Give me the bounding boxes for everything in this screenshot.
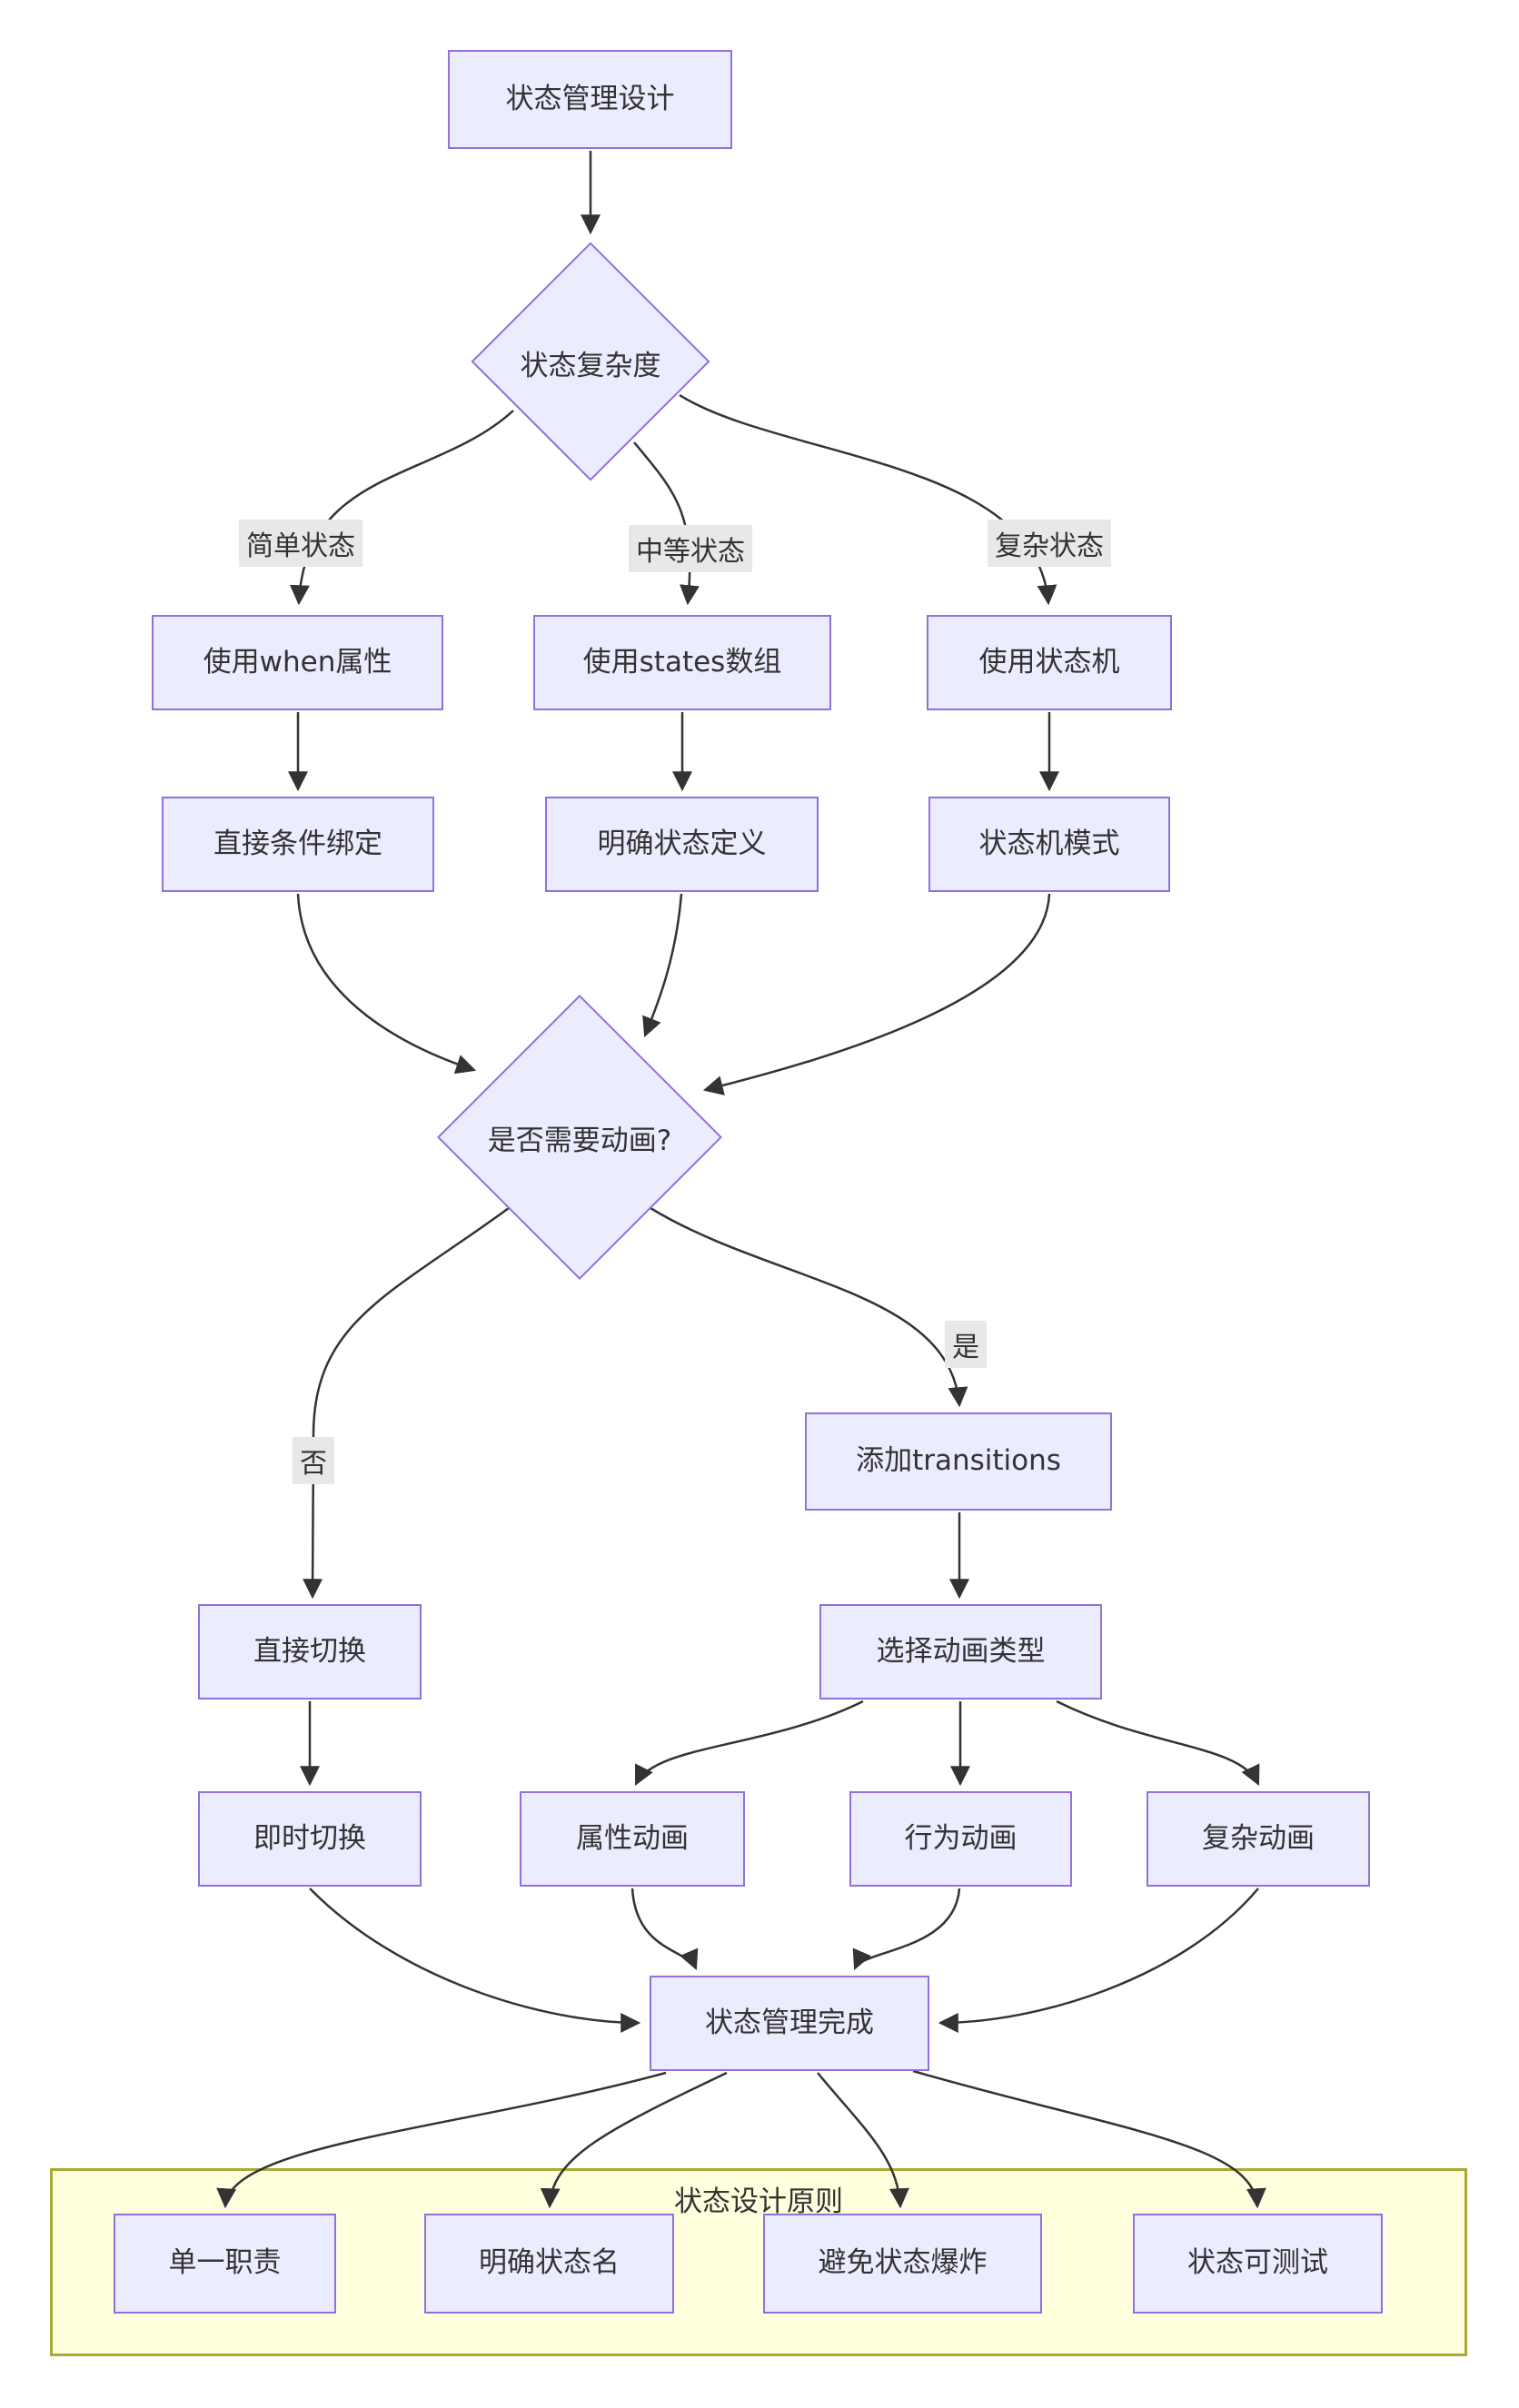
node-use-states-text: 使用states数组 xyxy=(582,645,782,679)
node-principle-testable: 状态可测试 xyxy=(1133,2214,1383,2314)
edge-property-complete xyxy=(630,1888,699,1971)
edge-complete-explosion xyxy=(817,2072,909,2209)
node-principle-explosion-text: 避免状态爆炸 xyxy=(818,2246,988,2280)
node-state-definition: 明确状态定义 xyxy=(545,797,819,892)
node-instant-switch-text: 即时切换 xyxy=(253,1821,366,1855)
edge-definition-animation xyxy=(642,893,683,1038)
edge-medium xyxy=(633,441,700,606)
node-principle-naming-text: 明确状态名 xyxy=(479,2246,620,2280)
edge-behavior-complete xyxy=(852,1888,961,1971)
node-principle-single: 单一职责 xyxy=(114,2214,336,2314)
edge-simple xyxy=(289,410,514,606)
node-direct-binding-text: 直接条件绑定 xyxy=(213,827,382,860)
node-use-machine: 使用状态机 xyxy=(927,615,1172,710)
edge-complete-single xyxy=(216,2071,667,2209)
node-complex-animation-text: 复杂动画 xyxy=(1202,1821,1315,1855)
edge-choose-complexanim xyxy=(1056,1699,1260,1786)
edge-binding-animation xyxy=(296,893,477,1075)
node-principle-explosion: 避免状态爆炸 xyxy=(763,2214,1042,2314)
node-complete: 状态管理完成 xyxy=(650,1976,929,2071)
node-behavior-animation-text: 行为动画 xyxy=(904,1821,1018,1855)
node-add-transitions-text: 添加transitions xyxy=(856,1444,1061,1478)
subgraph-title: 状态设计原则 xyxy=(674,2185,843,2218)
edge-complete-testable xyxy=(912,2069,1266,2209)
node-behavior-animation: 行为动画 xyxy=(849,1791,1072,1887)
node-state-definition-text: 明确状态定义 xyxy=(597,827,767,860)
node-principle-naming: 明确状态名 xyxy=(424,2214,674,2314)
node-property-animation-text: 属性动画 xyxy=(576,1821,689,1855)
decision-complexity-label: 状态复杂度 xyxy=(520,350,661,382)
edge-label-complex: 复杂状态 xyxy=(988,520,1111,567)
edge-label-yes: 是 xyxy=(945,1321,987,1368)
node-use-states: 使用states数组 xyxy=(533,615,831,710)
node-property-animation: 属性动画 xyxy=(520,1791,745,1887)
edge-choose-property xyxy=(634,1699,864,1786)
edge-pattern-animation xyxy=(702,893,1051,1095)
node-use-when: 使用when属性 xyxy=(152,615,443,710)
node-start-text: 状态管理设计 xyxy=(505,82,675,115)
node-direct-binding: 直接条件绑定 xyxy=(162,797,434,892)
node-start: 状态管理设计 xyxy=(448,50,732,149)
node-machine-pattern-text: 状态机模式 xyxy=(978,827,1120,860)
edge-complexanim-complete xyxy=(938,1888,1259,2033)
node-direct-switch: 直接切换 xyxy=(198,1604,422,1699)
node-use-when-text: 使用when属性 xyxy=(203,645,392,679)
node-complex-animation: 复杂动画 xyxy=(1147,1791,1370,1887)
node-instant-switch: 即时切换 xyxy=(198,1791,422,1887)
node-add-transitions: 添加transitions xyxy=(805,1412,1112,1511)
node-complete-text: 状态管理完成 xyxy=(705,2006,874,2039)
node-principle-single-text: 单一职责 xyxy=(168,2246,282,2280)
node-choose-animation-text: 选择动画类型 xyxy=(876,1634,1046,1668)
edge-complete-naming xyxy=(540,2071,728,2209)
node-machine-pattern: 状态机模式 xyxy=(928,797,1170,892)
node-direct-switch-text: 直接切换 xyxy=(253,1634,366,1668)
decision-need-animation-label: 是否需要动画? xyxy=(487,1125,672,1157)
edge-animation-no xyxy=(303,1206,510,1600)
node-choose-animation: 选择动画类型 xyxy=(819,1604,1102,1699)
edge-label-simple: 简单状态 xyxy=(239,520,362,567)
edge-label-medium: 中等状态 xyxy=(629,525,752,572)
node-use-machine-text: 使用状态机 xyxy=(978,645,1120,679)
edge-animation-yes xyxy=(650,1206,968,1408)
edge-label-no: 否 xyxy=(293,1437,334,1484)
edge-instant-complete xyxy=(309,1888,641,2033)
node-principle-testable-text: 状态可测试 xyxy=(1187,2246,1328,2280)
